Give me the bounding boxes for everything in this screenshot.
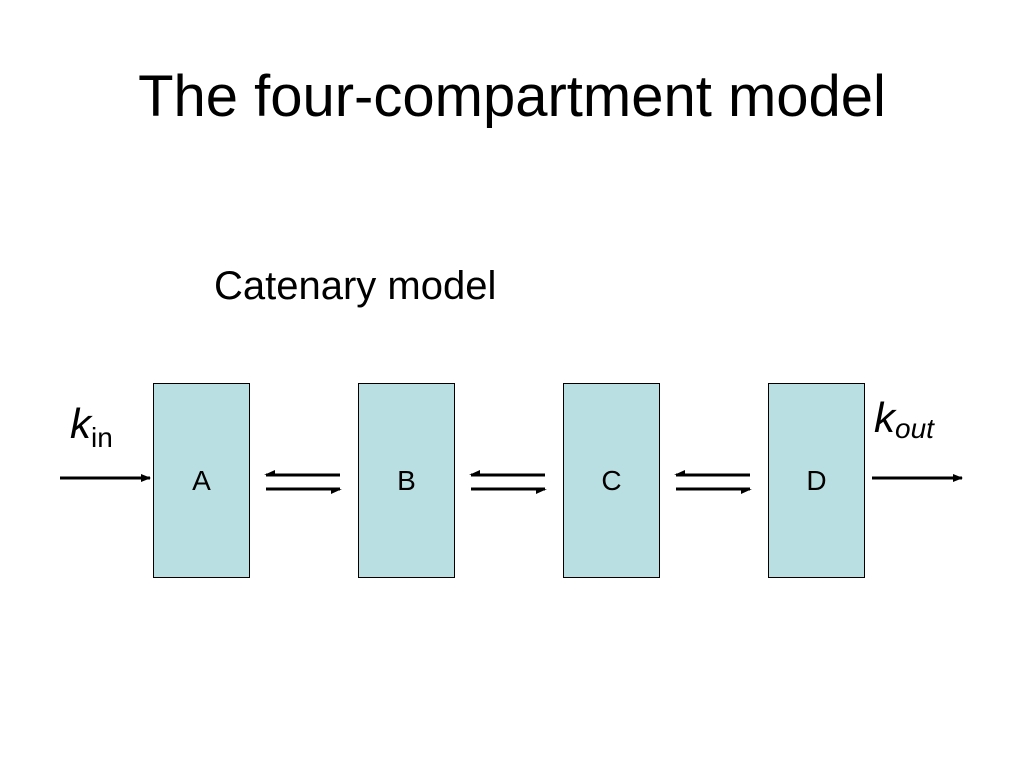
- compartment-a: A: [153, 383, 250, 578]
- equilibrium-arrow-bc: [469, 470, 547, 494]
- compartment-c: C: [563, 383, 660, 578]
- compartment-a-label: A: [192, 464, 211, 496]
- arrowhead-d-to-c: [674, 470, 685, 475]
- arrowhead-b-to-c: [536, 489, 547, 494]
- compartment-b: B: [358, 383, 455, 578]
- arrowhead-c-to-b: [469, 470, 480, 475]
- rate-out-subscript: out: [895, 413, 934, 444]
- rate-in-label: kin: [70, 400, 113, 453]
- compartment-d-label: D: [806, 464, 827, 496]
- compartment-d: D: [768, 383, 865, 578]
- arrowhead-b-to-a: [264, 470, 275, 475]
- rate-in-symbol: k: [70, 400, 91, 447]
- rate-out-symbol: k: [874, 394, 895, 441]
- equilibrium-arrow-ab: [264, 470, 342, 494]
- rate-in-subscript: in: [91, 422, 113, 453]
- arrowhead-a-to-b: [331, 489, 342, 494]
- equilibrium-arrow-cd: [674, 470, 752, 494]
- slide-title: The four-compartment model: [138, 64, 886, 129]
- diagram-subtitle: Catenary model: [214, 264, 497, 308]
- compartment-c-label: C: [601, 464, 622, 496]
- compartment-b-label: B: [397, 464, 416, 496]
- rate-out-label: kout: [874, 394, 934, 444]
- arrowhead-c-to-d: [741, 489, 752, 494]
